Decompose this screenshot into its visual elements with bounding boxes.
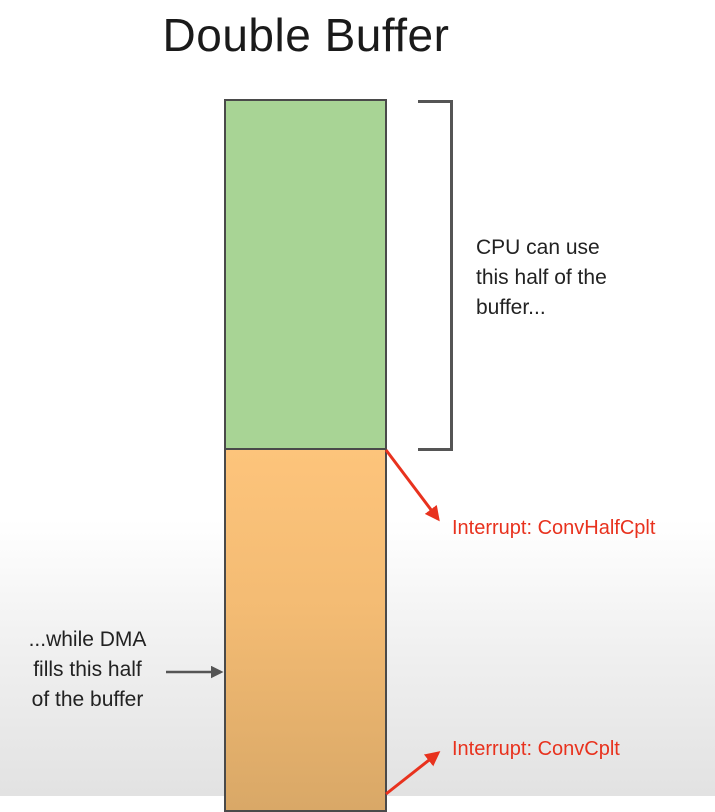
interrupt-full-arrow <box>385 751 441 796</box>
buffer-dma-half <box>224 448 387 812</box>
interrupt-half-arrow <box>384 449 440 522</box>
cpu-half-note: CPU can use this half of the buffer... <box>476 236 607 319</box>
cpu-half-bracket <box>418 100 453 451</box>
dma-half-note: ...while DMA fills this half of the buff… <box>28 628 147 711</box>
interrupt-complete-label: Interrupt: ConvCplt <box>452 738 620 760</box>
buffer-cpu-half <box>224 99 387 452</box>
diagram-title: Double Buffer <box>162 9 450 61</box>
interrupt-half-complete-label: Interrupt: ConvHalfCplt <box>452 517 656 539</box>
